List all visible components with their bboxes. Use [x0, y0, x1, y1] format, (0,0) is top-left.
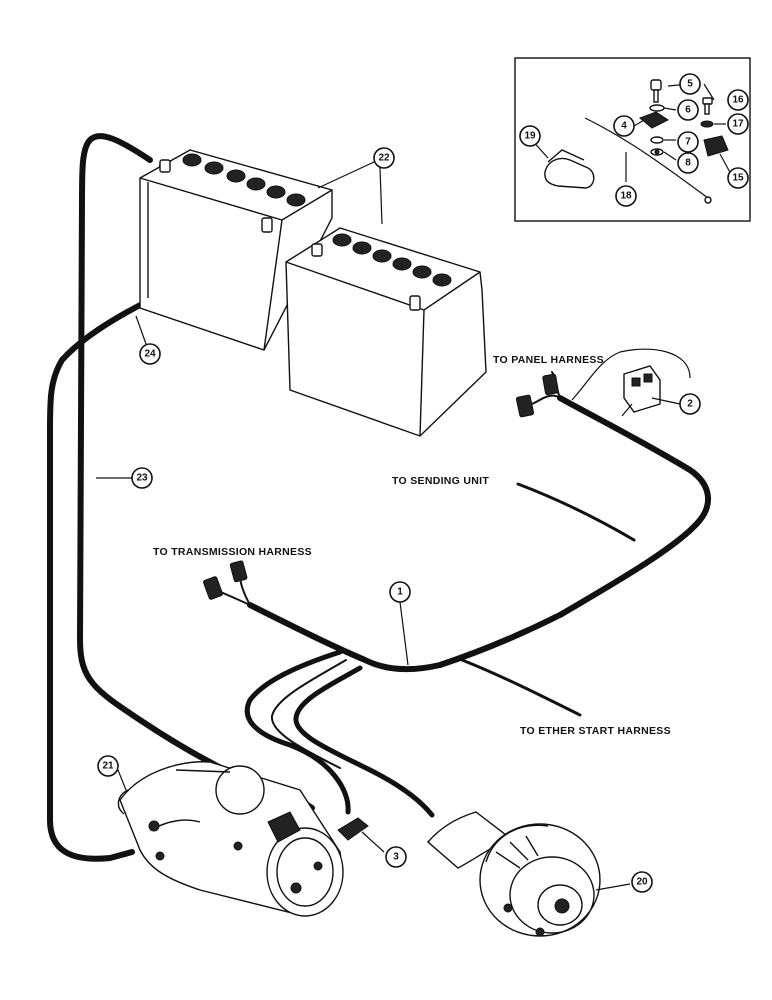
- label-ether-start-harness: TO ETHER START HARNESS: [520, 725, 671, 737]
- svg-text:8: 8: [685, 158, 691, 169]
- callout-16: 16: [727, 89, 749, 111]
- callout-3: 3: [385, 846, 407, 868]
- svg-text:1: 1: [397, 587, 403, 598]
- svg-text:24: 24: [144, 349, 156, 360]
- svg-text:21: 21: [102, 761, 114, 772]
- label-sending-unit: TO SENDING UNIT: [392, 475, 489, 487]
- svg-text:2: 2: [687, 399, 693, 410]
- callout-20: 20: [631, 871, 653, 893]
- callout-6: 6: [677, 99, 699, 121]
- label-panel-harness: TO PANEL HARNESS: [493, 354, 604, 366]
- callout-21: 21: [97, 755, 119, 777]
- callout-2: 2: [679, 393, 701, 415]
- svg-text:18: 18: [620, 191, 632, 202]
- alternator-20: [479, 823, 601, 937]
- alternator-branch-outer: [293, 665, 435, 818]
- callout-23: 23: [131, 467, 153, 489]
- leader-lines: [96, 83, 733, 891]
- callout-5: 5: [679, 73, 701, 95]
- callout-7: 7: [677, 131, 699, 153]
- svg-text:23: 23: [136, 473, 148, 484]
- callout-1: 1: [389, 581, 411, 603]
- callout-4: 4: [613, 115, 635, 137]
- callout-18: 18: [615, 185, 637, 207]
- svg-text:4: 4: [621, 121, 627, 132]
- main-harness-1: [247, 395, 712, 673]
- callout-8: 8: [677, 152, 699, 174]
- battery-right: [285, 227, 487, 437]
- svg-text:6: 6: [685, 105, 691, 116]
- panel-connector: [515, 348, 691, 418]
- svg-text:5: 5: [687, 79, 693, 90]
- sending-unit-branch: [516, 482, 636, 542]
- battery-left: [139, 149, 333, 351]
- svg-text:17: 17: [732, 119, 744, 130]
- svg-text:22: 22: [378, 153, 390, 164]
- ether-start-branch: [460, 658, 582, 717]
- callout-24: 24: [139, 343, 161, 365]
- connector-3: [337, 817, 385, 853]
- callout-15: 15: [727, 167, 749, 189]
- switch-2: [621, 365, 661, 417]
- label-transmission-harness: TO TRANSMISSION HARNESS: [153, 546, 312, 558]
- callout-19: 19: [519, 125, 541, 147]
- svg-text:16: 16: [732, 95, 744, 106]
- transmission-connector: [203, 560, 251, 606]
- svg-text:20: 20: [636, 877, 648, 888]
- starter-branch: [244, 649, 351, 815]
- clamp-19: [544, 157, 595, 189]
- svg-text:3: 3: [393, 852, 399, 863]
- alternator-branch-inner: [270, 659, 347, 769]
- svg-text:15: 15: [732, 173, 744, 184]
- callout-22: 22: [373, 147, 395, 169]
- svg-text:7: 7: [685, 137, 691, 148]
- starter-motor-21: [117, 761, 344, 917]
- callout-17: 17: [727, 113, 749, 135]
- svg-text:19: 19: [524, 131, 536, 142]
